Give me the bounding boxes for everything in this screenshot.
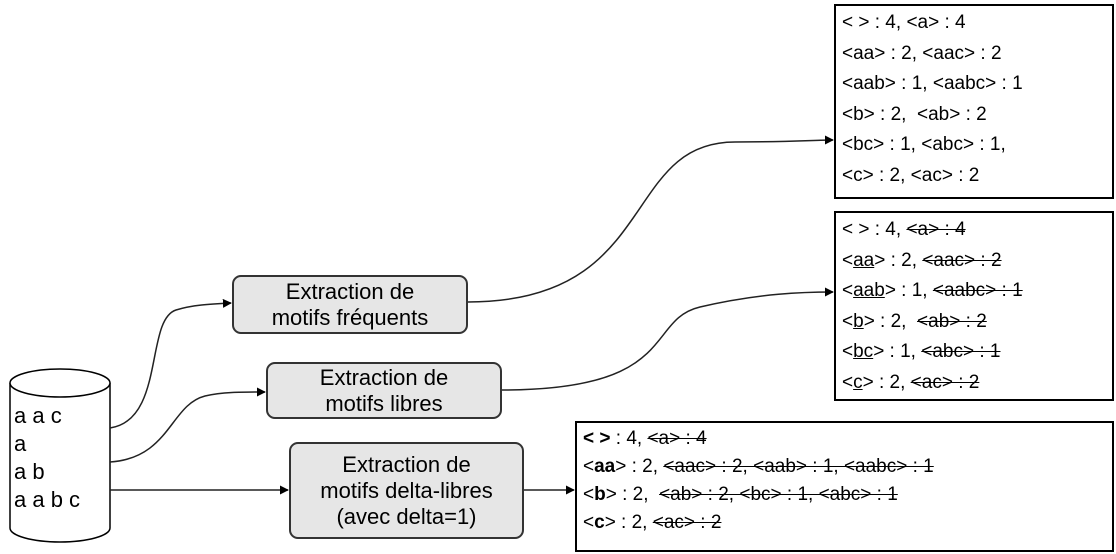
result-line: <aa> : 2, <aac> : 2, <aab> : 1, <aabc> :… xyxy=(583,453,1112,481)
kept-pattern: aa xyxy=(853,249,875,271)
result-free: < > : 4, <a> : 4<aa> : 2, <aac> : 2<aab>… xyxy=(834,211,1114,401)
result-line: <b> : 2, <ab> : 2 xyxy=(842,307,1112,338)
pattern-text: < xyxy=(842,341,854,363)
result-line: < > : 4, <a> : 4 xyxy=(842,215,1112,246)
process-label: Extraction de xyxy=(285,278,415,304)
pattern-text: <ab> : 2 xyxy=(917,103,987,125)
result-line: <aa> : 2, <aac> : 2 xyxy=(842,39,1112,70)
database-icon xyxy=(9,368,111,543)
pattern-text: <bc> : 1, xyxy=(842,134,922,156)
process-frequent: Extraction de motifs fréquents xyxy=(232,275,468,334)
result-delta-free: < > : 4, <a> : 4<aa> : 2, <aac> : 2, <aa… xyxy=(575,421,1114,552)
kept-pattern: b xyxy=(594,484,606,505)
pattern-text: < xyxy=(842,249,854,271)
pattern-text: <a> : 4 xyxy=(906,12,966,33)
pattern-text: > : 2, xyxy=(615,456,664,477)
process-label: Extraction de xyxy=(319,364,449,390)
result-line: <c> : 2, <ac> : 2 xyxy=(842,161,1112,192)
result-line: <aab> : 1, <aabc> : 1 xyxy=(842,276,1112,307)
pruned-pattern: <a> : 4 xyxy=(906,219,966,240)
result-line: <b> : 2, <ab> : 2 xyxy=(842,100,1112,131)
kept-pattern: aab xyxy=(853,280,885,302)
pattern-text: > : 2, xyxy=(605,484,660,505)
sequence: a a c xyxy=(14,403,62,428)
kept-pattern: b xyxy=(853,310,864,332)
process-label: motifs fréquents xyxy=(271,304,429,330)
pruned-pattern: <ab> : 2, <bc> : 1, <abc> : 1 xyxy=(659,484,898,505)
process-label: Extraction de xyxy=(342,451,471,477)
pattern-text: > : 2, xyxy=(863,310,918,332)
result-line: <c> : 2, <ac> : 2 xyxy=(842,368,1112,399)
edge-db-to-frequent xyxy=(109,298,232,429)
process-free: Extraction de motifs libres xyxy=(266,362,502,419)
edge-free-to-result xyxy=(501,287,834,391)
result-line: < > : 4, <a> : 4 xyxy=(842,8,1112,39)
result-line: <aa> : 2, <aac> : 2 xyxy=(842,246,1112,277)
kept-pattern: < > xyxy=(583,428,611,449)
pattern-text: < > : 4, xyxy=(842,12,907,33)
sequence: a a b c xyxy=(14,487,81,512)
pattern-text: < xyxy=(842,310,854,332)
pattern-text: < xyxy=(842,280,854,302)
pruned-pattern: <abc> : 1 xyxy=(921,341,1001,363)
database-sequences: a a c a a b a a b c xyxy=(14,402,80,514)
kept-pattern: c xyxy=(853,371,863,393)
sequence: a b xyxy=(14,459,45,484)
pattern-text: <aab> : 1, xyxy=(842,73,933,95)
result-line: <bc> : 1, <abc> : 1, xyxy=(842,130,1112,161)
kept-pattern: aa xyxy=(594,456,616,477)
pattern-text: < xyxy=(583,512,595,533)
pattern-text: < xyxy=(583,484,595,505)
pattern-text: > : 2, xyxy=(874,249,923,271)
process-label: motifs libres xyxy=(325,390,443,416)
pruned-pattern: <ab> : 2 xyxy=(917,310,987,332)
result-line: <b> : 2, <ab> : 2, <bc> : 1, <abc> : 1 xyxy=(583,481,1112,509)
pruned-pattern: <ac> : 2 xyxy=(652,512,722,533)
pattern-text: < xyxy=(583,456,595,477)
pattern-text: <ac> : 2 xyxy=(910,164,980,186)
pruned-pattern: <a> : 4 xyxy=(647,428,707,449)
sequence: a xyxy=(14,431,27,456)
process-delta-free: Extraction de motifs delta-libres (avec … xyxy=(289,442,524,539)
result-line: <bc> : 1, <abc> : 1 xyxy=(842,337,1112,368)
pattern-text: < xyxy=(842,371,854,393)
pattern-text: <aa> : 2, xyxy=(842,42,923,64)
process-label: (avec delta=1) xyxy=(336,503,477,529)
result-line: < > : 4, <a> : 4 xyxy=(583,425,1112,453)
pattern-text: <c> : 2, xyxy=(842,164,911,186)
pattern-text: <aac> : 2 xyxy=(922,42,1002,64)
edge-frequent-to-result xyxy=(467,135,834,303)
kept-pattern: c xyxy=(594,512,605,533)
pattern-text: <abc> : 1, xyxy=(921,134,1006,156)
pruned-pattern: <aac> : 2 xyxy=(922,249,1002,271)
result-line: <c> : 2, <ac> : 2 xyxy=(583,509,1112,537)
pruned-pattern: <aac> : 2, <aab> : 1, <aabc> : 1 xyxy=(663,456,934,477)
edge-db-to-free xyxy=(109,387,266,463)
pattern-text: : 4, xyxy=(610,428,648,449)
pattern-text: <aabc> : 1 xyxy=(932,73,1023,95)
result-frequent: < > : 4, <a> : 4<aa> : 2, <aac> : 2<aab>… xyxy=(834,4,1114,199)
pattern-text: < > : 4, xyxy=(842,219,907,240)
pattern-text: > : 1, xyxy=(873,341,922,363)
pattern-text: > : 2, xyxy=(604,512,653,533)
result-line: <aab> : 1, <aabc> : 1 xyxy=(842,69,1112,100)
pruned-pattern: <ac> : 2 xyxy=(910,371,980,393)
kept-pattern: bc xyxy=(853,341,874,363)
pruned-pattern: <aabc> : 1 xyxy=(932,280,1023,302)
pattern-text: > : 2, xyxy=(862,371,911,393)
process-label: motifs delta-libres xyxy=(320,477,493,503)
pattern-text: <b> : 2, xyxy=(842,103,917,125)
pattern-text: > : 1, xyxy=(884,280,933,302)
